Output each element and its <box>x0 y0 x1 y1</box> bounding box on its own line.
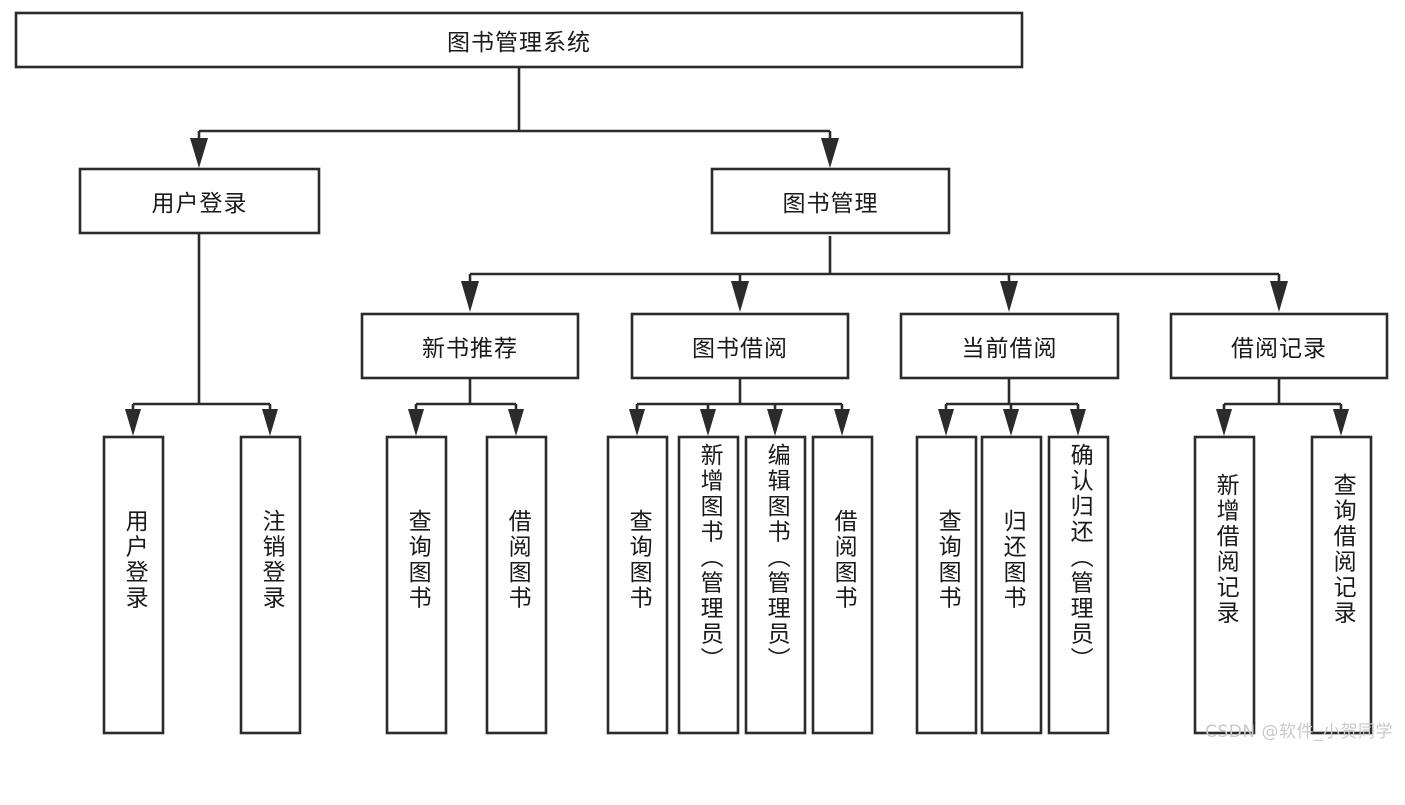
node-box-leaf-query-book-3[interactable] <box>915 435 978 735</box>
node-box-leaf-user-login[interactable] <box>102 435 165 735</box>
arrow-head-leaf-query-book-2 <box>629 409 645 436</box>
arrow-head-new-book-recommend <box>461 281 479 312</box>
arrow-head-leaf-add-book <box>700 409 716 436</box>
node-box-current-borrow[interactable] <box>899 312 1120 380</box>
arrow-head-leaf-borrow-book-1 <box>508 409 524 436</box>
node-box-book-management[interactable] <box>710 167 951 235</box>
arrow-head-leaf-return-book <box>1003 409 1019 436</box>
arrow-head-leaf-confirm-return <box>1070 409 1086 436</box>
node-box-leaf-query-book-2[interactable] <box>606 435 669 735</box>
node-box-leaf-add-record[interactable] <box>1193 435 1256 735</box>
node-box-leaf-user-logout[interactable] <box>239 435 302 735</box>
node-box-leaf-confirm-return[interactable] <box>1047 435 1110 735</box>
arrow-head-leaf-user-login <box>125 409 141 436</box>
node-box-user-login[interactable] <box>78 167 321 235</box>
arrow-head-leaf-add-record <box>1216 409 1232 436</box>
flowchart-canvas: 图书管理系统 用户登录 图书管理 新书推荐 图书借阅 当前借阅 借阅记录 用户登… <box>14 11 1393 742</box>
node-box-leaf-borrow-book-1[interactable] <box>485 435 548 735</box>
node-box-book-borrow[interactable] <box>630 312 850 380</box>
node-box-leaf-add-book[interactable] <box>677 435 740 735</box>
node-box-leaf-query-record[interactable] <box>1310 435 1373 735</box>
node-box-group <box>14 11 1389 735</box>
arrow-head-leaf-user-logout <box>262 409 278 436</box>
arrow-head-leaf-borrow-book-2 <box>834 409 850 436</box>
node-box-leaf-query-book-1[interactable] <box>385 435 448 735</box>
arrow-head-user-login <box>190 138 208 168</box>
csdn-watermark: CSDN @软件_小贺同学 <box>1205 722 1393 742</box>
node-box-borrow-record[interactable] <box>1169 312 1389 380</box>
node-box-leaf-borrow-book-2[interactable] <box>811 435 874 735</box>
node-box-leaf-edit-book[interactable] <box>744 435 807 735</box>
tree-diagram-svg <box>14 11 1389 735</box>
arrow-head-book-management <box>821 138 839 168</box>
arrow-head-borrow-record <box>1270 281 1288 312</box>
arrow-head-leaf-edit-book <box>767 409 783 436</box>
arrow-head-leaf-query-record <box>1333 409 1349 436</box>
node-box-new-book-recommend[interactable] <box>360 312 580 380</box>
arrow-head-leaf-query-book-1 <box>408 409 424 436</box>
arrow-head-book-borrow <box>731 281 749 312</box>
node-box-root[interactable] <box>14 11 1024 69</box>
node-box-leaf-return-book[interactable] <box>980 435 1043 735</box>
arrow-head-current-borrow <box>1000 281 1018 312</box>
connector-group <box>125 67 1349 436</box>
arrow-head-leaf-query-book-3 <box>938 409 954 436</box>
